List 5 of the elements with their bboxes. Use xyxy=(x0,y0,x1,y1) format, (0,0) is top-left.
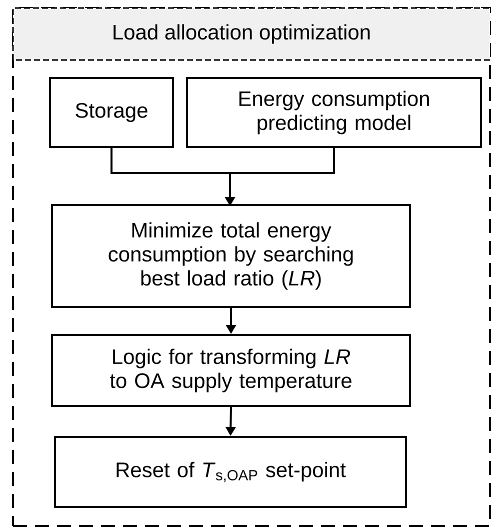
process-box: Storage xyxy=(49,77,174,148)
process-box: Logic for transforming LR to OA supply temperature xyxy=(51,334,411,407)
process-box: Reset of T$_{s,OAP}$ set-point xyxy=(54,436,407,508)
process-box: Minimize total energy consumption by searching best load ratio (LR) xyxy=(51,204,411,308)
process-box: Energy consumption predicting model xyxy=(186,77,482,148)
